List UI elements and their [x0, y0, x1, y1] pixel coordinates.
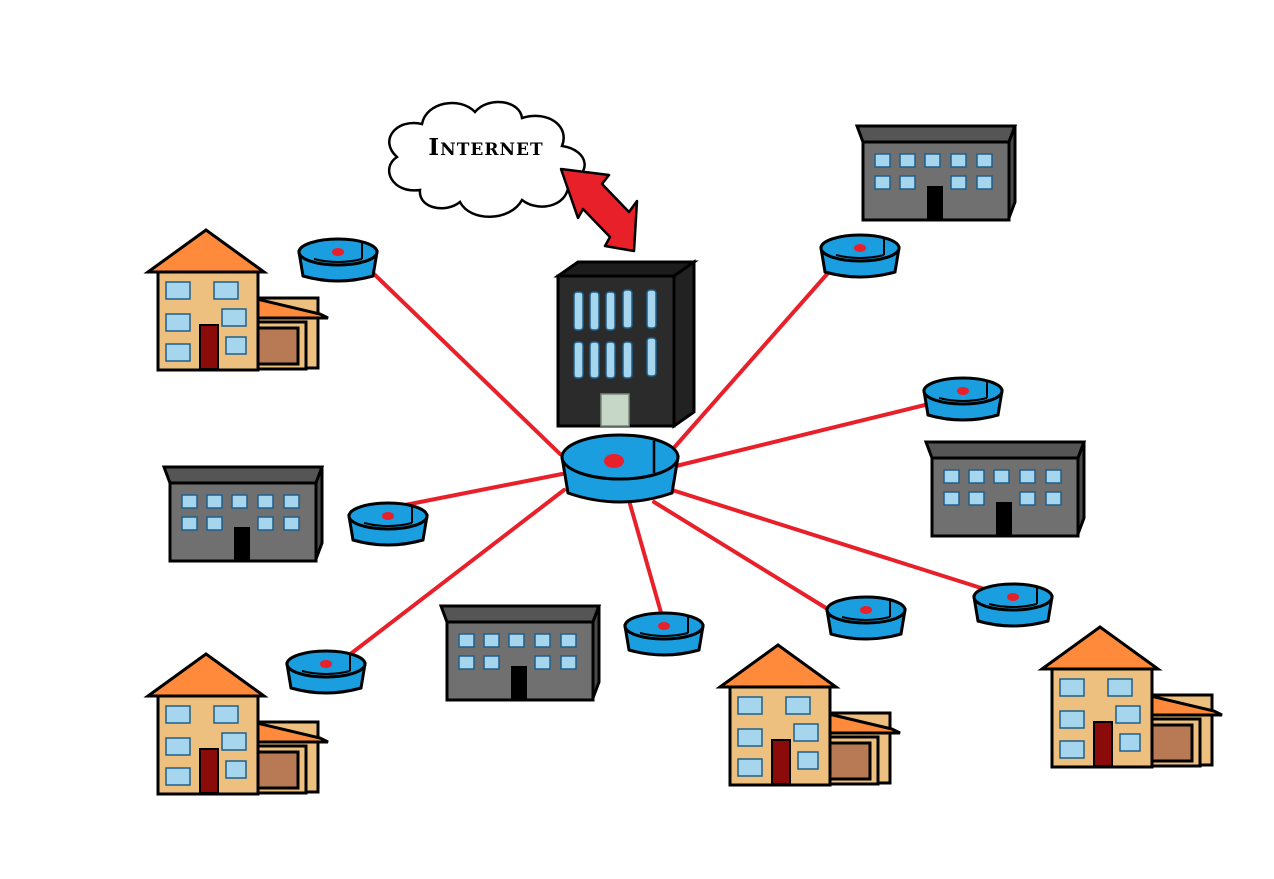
node-house-bottom-left	[285, 649, 367, 695]
central-node	[560, 433, 680, 504]
house-bottom-center	[718, 643, 902, 787]
link-office-top-right	[670, 271, 830, 452]
office-left	[162, 465, 324, 563]
link-house-bottom-center	[652, 500, 828, 610]
links	[338, 270, 1002, 664]
node-house-top-left	[297, 237, 379, 283]
node-house-bottom-center	[825, 595, 907, 641]
node-house-bottom-right	[972, 582, 1054, 628]
cloud-shape	[387, 100, 586, 218]
headquarters-building	[553, 259, 699, 429]
office-bottom-center	[439, 604, 601, 702]
cloud-label: INTERNET	[428, 134, 543, 161]
node-office-right	[922, 376, 1004, 422]
link-house-top-left	[370, 270, 562, 456]
link-house-bottom-left	[338, 488, 566, 664]
link-house-bottom-right	[670, 488, 1002, 596]
double-arrow	[559, 167, 639, 253]
internet-cloud: INTERNET	[387, 100, 586, 218]
link-office-left	[398, 472, 564, 508]
office-top-right	[855, 124, 1017, 222]
node-office-left	[347, 501, 429, 547]
office-right	[924, 440, 1086, 538]
link-office-bottom-center	[628, 502, 664, 618]
node-office-top-right	[819, 233, 901, 279]
house-bottom-right	[1040, 625, 1224, 769]
link-office-right	[674, 402, 931, 468]
node-office-bottom-center	[623, 611, 705, 657]
